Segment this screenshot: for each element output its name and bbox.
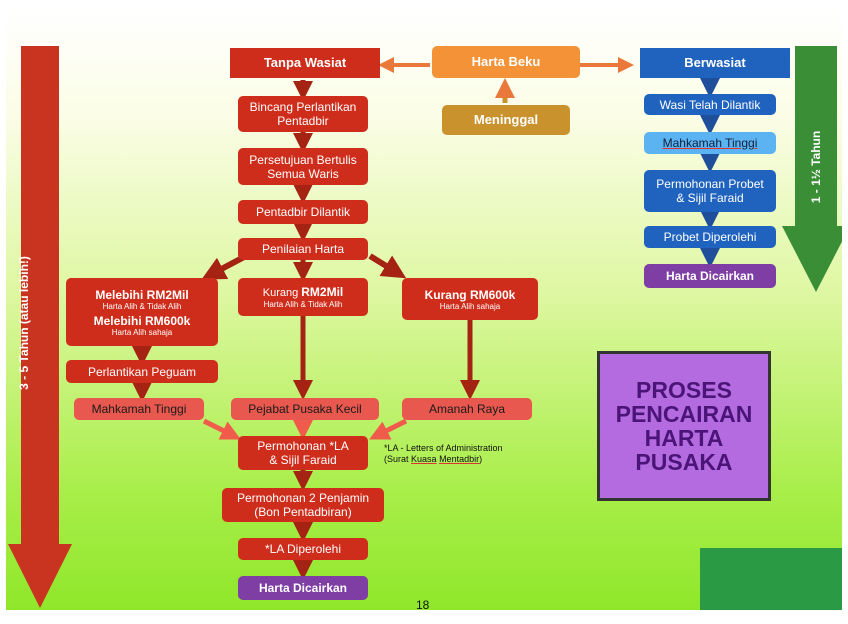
branch-melebihi-rm600k: Melebihi RM600k bbox=[93, 313, 191, 328]
branch-kurang-rm2mil: RM2Mil bbox=[301, 285, 344, 299]
connector-arrows bbox=[8, 46, 842, 608]
title-box: PROSES PENCAIRAN HARTA PUSAKA bbox=[597, 351, 771, 501]
permohonan-probet-box: Permohonan Probet & Sijil Faraid bbox=[644, 170, 776, 212]
permohonan-la-box: Permohonan *LA & Sijil Faraid bbox=[238, 436, 368, 470]
meninggal-box: Meninggal bbox=[442, 105, 570, 135]
la-footnote: *LA - Letters of Administration (Surat K… bbox=[384, 443, 503, 465]
berwasiat-box: Berwasiat bbox=[640, 48, 790, 78]
amanah-raya-box: Amanah Raya bbox=[402, 398, 532, 420]
branch-melebihi-box: Melebihi RM2Mil Harta Alih & Tidak Alih … bbox=[66, 278, 218, 346]
right-duration-label: 1 - 1½ Tahun bbox=[809, 130, 823, 204]
bincang-perlantikan-box: Bincang Perlantikan Pentadbir bbox=[238, 96, 368, 132]
left-duration-label: 3 - 5 Tahun (atau lebih!) bbox=[17, 256, 31, 390]
penilaian-harta-box: Penilaian Harta bbox=[238, 238, 368, 260]
branch-kurang-rm600k: Kurang RM600k bbox=[424, 287, 516, 302]
left-duration-arrow bbox=[8, 46, 72, 608]
branch-melebihi-rm2mil-sub: Harta Alih & Tidak Alih bbox=[102, 301, 182, 311]
tanpa-wasiat-box: Tanpa Wasiat bbox=[230, 48, 380, 78]
harta-beku-box: Harta Beku bbox=[432, 46, 580, 78]
mahkamah-tinggi-left-box: Mahkamah Tinggi bbox=[74, 398, 204, 420]
pejabat-pusaka-kecil-box: Pejabat Pusaka Kecil bbox=[231, 398, 379, 420]
perlantikan-peguam-box: Perlantikan Peguam bbox=[66, 360, 218, 383]
wasi-dilantik-box: Wasi Telah Dilantik bbox=[644, 94, 776, 115]
probet-diperolehi-box: Probet Diperolehi bbox=[644, 226, 776, 248]
harta-dicairkan-left-box: Harta Dicairkan bbox=[238, 576, 368, 600]
title-text: PROSES PENCAIRAN HARTA PUSAKA bbox=[615, 377, 753, 475]
persetujuan-bertulis-box: Persetujuan Bertulis Semua Waris bbox=[238, 148, 368, 185]
la-diperolehi-box: *LA Diperolehi bbox=[238, 538, 368, 560]
branch-melebihi-rm2mil: Melebihi RM2Mil bbox=[95, 287, 189, 302]
permohonan-penjamin-box: Permohonan 2 Penjamin (Bon Pentadbiran) bbox=[222, 488, 384, 522]
harta-dicairkan-right-box: Harta Dicairkan bbox=[644, 264, 776, 288]
mahkamah-tinggi-right-box: Mahkamah Tinggi bbox=[644, 132, 776, 154]
right-duration-arrow bbox=[782, 46, 842, 292]
la-footnote-line1: *LA - Letters of Administration bbox=[384, 443, 503, 453]
branch-kurang-prefix: Kurang bbox=[262, 287, 302, 299]
mahkamah-tinggi-right-label: Mahkamah Tinggi bbox=[662, 136, 758, 150]
page-number: 18 bbox=[416, 598, 430, 610]
la-footnote-line2: (Surat Kuasa Mentadbir) bbox=[384, 454, 483, 464]
slide: 3 - 5 Tahun (atau lebih!) 1 - 1½ Tahun H… bbox=[6, 8, 842, 610]
branch-kurang-rm2mil-box: Kurang RM2Mil Harta Alih & Tidak Alih bbox=[238, 278, 368, 316]
branch-kurang-rm600k-sub: Harta Alih sahaja bbox=[439, 301, 501, 311]
green-decoration bbox=[700, 548, 842, 610]
branch-kurang-rm2mil-sub: Harta Alih & Tidak Alih bbox=[263, 300, 343, 309]
branch-kurang-rm600k-box: Kurang RM600k Harta Alih sahaja bbox=[402, 278, 538, 320]
pentadbir-dilantik-box: Pentadbir Dilantik bbox=[238, 200, 368, 224]
branch-melebihi-rm600k-sub: Harta Alih sahaja bbox=[111, 327, 173, 337]
